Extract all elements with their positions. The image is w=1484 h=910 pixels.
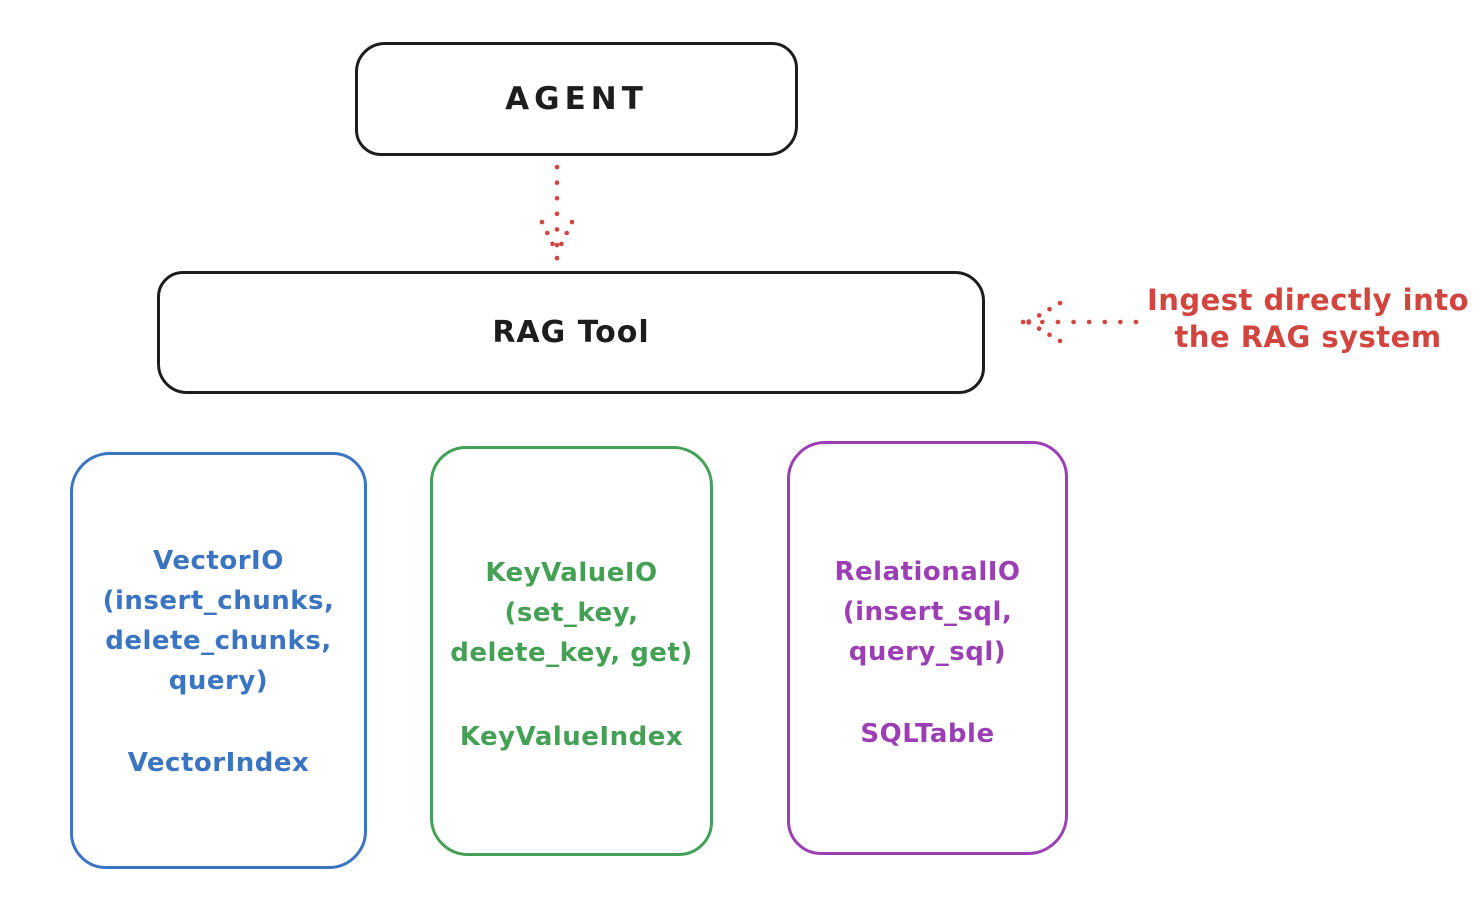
rag-tool-node-label: RAG Tool	[492, 315, 650, 350]
keyvalue-io-methods: KeyValueIO (set_key, delete_key, get)	[450, 558, 693, 668]
keyvalue-index-label: KeyValueIndex	[459, 722, 684, 752]
vector-index-label: VectorIndex	[127, 748, 310, 778]
agent-node: AGENT	[355, 42, 798, 156]
ingest-annotation-text: Ingest directly into the RAG system	[1146, 283, 1470, 354]
relational-io-node: RelationalIO (insert_sql, query_sql) SQL…	[787, 441, 1068, 855]
sql-table-label: SQLTable	[860, 719, 995, 749]
relational-io-methods: RelationalIO (insert_sql, query_sql)	[834, 557, 1021, 667]
rag-tool-node: RAG Tool	[157, 271, 985, 394]
keyvalue-io-node: KeyValueIO (set_key, delete_key, get) Ke…	[430, 446, 713, 856]
arrow-agent-to-ragtool	[539, 164, 575, 261]
vector-io-node: VectorIO (insert_chunks, delete_chunks, …	[70, 452, 367, 869]
arrow-ingest-annotation	[1020, 300, 1139, 344]
vector-io-methods: VectorIO (insert_chunks, delete_chunks, …	[102, 546, 335, 696]
agent-node-label: AGENT	[505, 81, 648, 117]
